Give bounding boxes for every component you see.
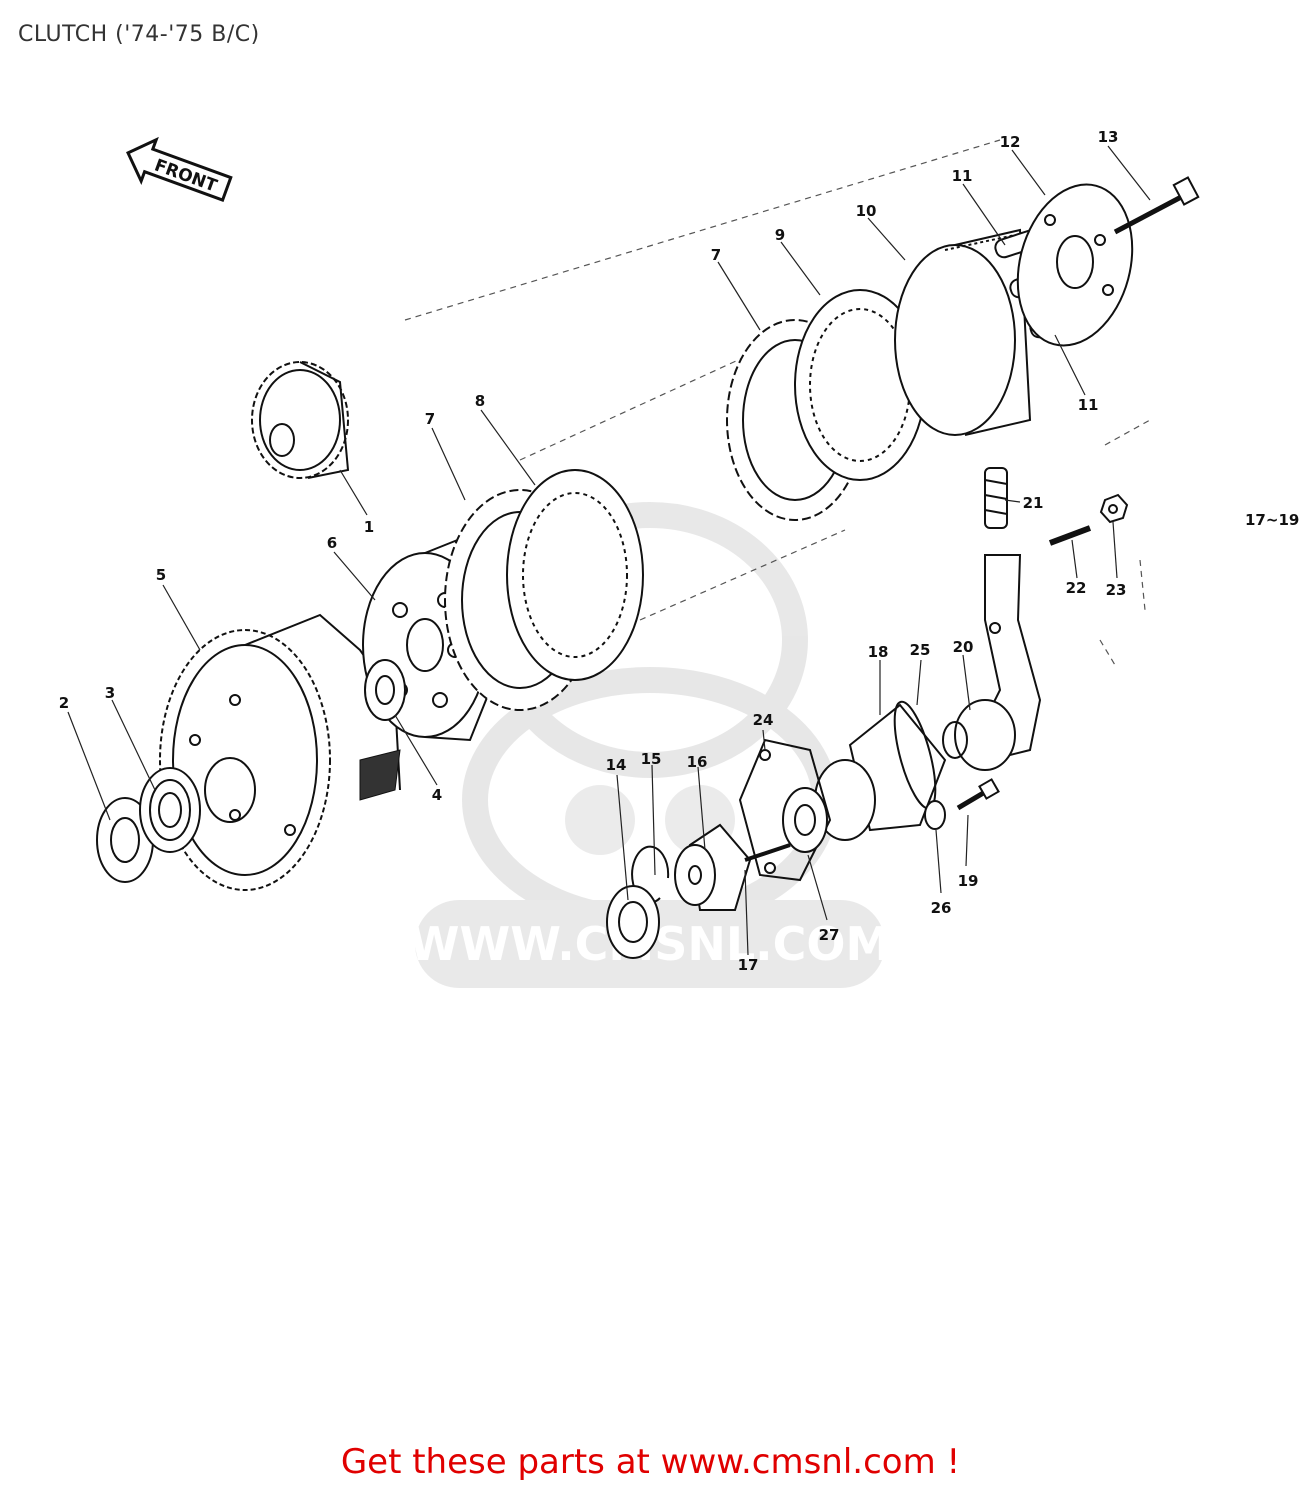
callout-17: 17 [738, 956, 759, 974]
callout-7-upper: 7 [711, 246, 721, 264]
part-26-washer [924, 800, 946, 830]
callout-10: 10 [856, 202, 877, 220]
part-27-bearing [782, 787, 828, 853]
footer-cta-link[interactable]: Get these parts at www.cmsnl.com ! [340, 1442, 961, 1482]
ref-range-note: 17~19 [1245, 511, 1299, 529]
callout-6: 6 [327, 534, 337, 552]
part-1-gear [251, 361, 350, 479]
callout-9: 9 [775, 226, 785, 244]
callout-14: 14 [606, 756, 627, 774]
part-8-steel-plate [506, 469, 644, 681]
callout-18: 18 [868, 643, 889, 661]
callout-27: 27 [819, 926, 840, 944]
callout-5: 5 [156, 566, 166, 584]
callout-8: 8 [475, 392, 485, 410]
part-14-washer [606, 885, 660, 959]
callout-numbers: 1 2 3 4 5 6 7 7 8 9 10 11 11 12 13 14 15… [59, 128, 1300, 974]
callout-22: 22 [1066, 579, 1087, 597]
callout-23: 23 [1106, 581, 1127, 599]
page-title: CLUTCH ('74-'75 B/C) [18, 22, 260, 47]
callout-leaders [67, 145, 1151, 956]
callout-15: 15 [641, 750, 662, 768]
callout-26: 26 [931, 899, 952, 917]
callout-19: 19 [958, 872, 979, 890]
callout-25: 25 [910, 641, 931, 659]
callout-16: 16 [687, 753, 708, 771]
callout-20: 20 [953, 638, 974, 656]
callout-11-upper: 11 [952, 167, 973, 185]
callout-2: 2 [59, 694, 69, 712]
callout-1: 1 [364, 518, 374, 536]
front-arrow-icon: FRONT [126, 136, 233, 203]
part-5-clutch-housing [159, 613, 401, 891]
callout-13: 13 [1098, 128, 1119, 146]
part-3-collar [139, 767, 201, 853]
callout-12: 12 [1000, 133, 1021, 151]
callout-11-lower: 11 [1078, 396, 1099, 414]
part-22-adjust-screw [1048, 525, 1092, 546]
part-19-screw [956, 778, 1000, 811]
callout-3: 3 [105, 684, 115, 702]
callout-4: 4 [432, 786, 442, 804]
part-21-spring [984, 467, 1008, 529]
part-20-release-lever [942, 554, 1042, 771]
part-12-spring-plate [1016, 183, 1134, 347]
part-10-pressure-plate [894, 228, 1032, 436]
part-23-nut [1099, 493, 1129, 524]
callout-7-lower: 7 [425, 410, 435, 428]
part-13-bolt [1113, 176, 1200, 235]
callout-24: 24 [753, 711, 774, 729]
callout-21: 21 [1023, 494, 1044, 512]
part-4-washer [364, 659, 406, 721]
